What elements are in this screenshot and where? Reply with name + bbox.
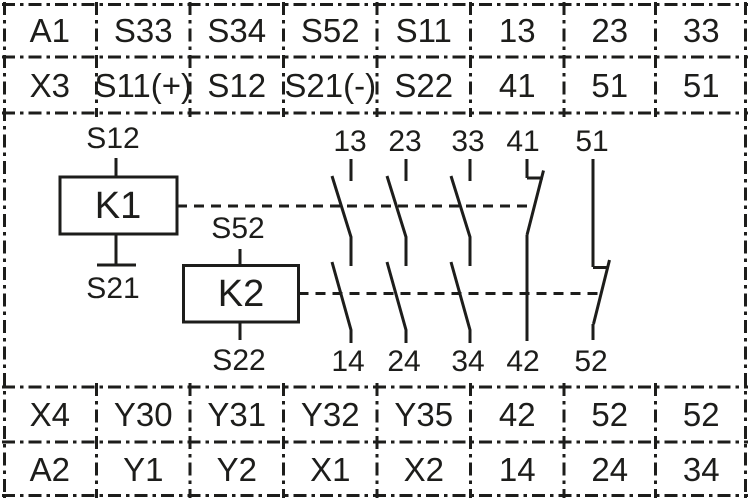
- terminal-cell: 24: [591, 451, 629, 488]
- terminal-cell: X4: [29, 396, 70, 433]
- terminal-cell: S52: [300, 11, 360, 49]
- contact-nc-51-52: [591, 159, 611, 340]
- contact-top-label: 41: [506, 125, 540, 158]
- relay-k2-label: K2: [217, 273, 265, 315]
- terminal-cell: 51: [682, 66, 720, 104]
- contact-bottom-label: 42: [506, 345, 540, 378]
- k2-top-terminal-label: S52: [211, 212, 265, 245]
- terminal-cell: S33: [113, 11, 173, 49]
- terminal-cell: Y31: [207, 396, 267, 433]
- terminal-cell: Y32: [300, 396, 360, 433]
- relay-k1-label: K1: [94, 185, 142, 227]
- terminal-cell: 23: [591, 11, 629, 49]
- terminal-cell: S11: [395, 11, 452, 49]
- k1-top-terminal-label: S12: [86, 122, 140, 155]
- terminal-cell: 14: [498, 451, 536, 488]
- terminal-cell: 41: [498, 66, 536, 104]
- terminal-cell: Y35: [394, 396, 454, 433]
- terminal-cell: Y30: [113, 396, 173, 433]
- terminal-cell: S22: [394, 66, 454, 104]
- terminal-cell: A2: [29, 451, 70, 488]
- actuation-lines: [177, 204, 602, 295]
- contact-top-label: 13: [333, 125, 367, 158]
- terminal-cell: 51: [591, 66, 629, 104]
- k2-bottom-terminal-label: S22: [212, 344, 266, 377]
- terminal-cell: 34: [682, 451, 720, 488]
- terminal-cell: 13: [498, 11, 536, 49]
- contact-nc-41-42: [525, 159, 545, 341]
- terminal-cell: S21(-): [284, 66, 377, 104]
- contact-no-23-24: [385, 159, 408, 343]
- contact-no-13-14: [330, 159, 353, 343]
- terminal-cell: 33: [682, 11, 720, 49]
- contact-bottom-label: 34: [451, 345, 485, 378]
- terminal-cell: Y2: [216, 451, 257, 488]
- contact-bottom-label: 14: [331, 345, 365, 378]
- terminal-cell: S12: [207, 66, 267, 104]
- contact-top-label: 23: [388, 125, 422, 158]
- k1-bottom-wire: [97, 234, 136, 267]
- contact-top-label: 33: [451, 125, 485, 158]
- contact-top-label: 51: [575, 125, 609, 158]
- terminal-cell: S34: [207, 11, 267, 49]
- terminal-cell: Y1: [123, 451, 164, 488]
- terminal-cell: 52: [591, 396, 629, 433]
- terminal-cell: S11(+): [94, 66, 193, 104]
- contact-bottom-label: 24: [387, 345, 421, 378]
- terminal-cell: X2: [403, 451, 444, 488]
- terminal-cell: 52: [682, 396, 720, 433]
- terminal-cell: X3: [29, 66, 70, 104]
- contact-no-33-34: [449, 159, 472, 343]
- circuit-wires: [97, 158, 611, 343]
- contact-bottom-label: 52: [574, 345, 608, 378]
- terminal-cell: 42: [498, 396, 536, 433]
- bottom-terminal-table: X4 Y30 Y31 Y32 Y35 42 52 52 A2 Y1 Y2 X1 …: [3, 387, 747, 497]
- k1-bottom-terminal-label: S21: [86, 272, 140, 305]
- top-terminal-table: A1 S33 S34 S52 S11 13 23 33 X3 S11(+) S1…: [3, 3, 747, 113]
- terminal-cell: X1: [310, 451, 351, 488]
- terminal-cell: A1: [29, 11, 70, 49]
